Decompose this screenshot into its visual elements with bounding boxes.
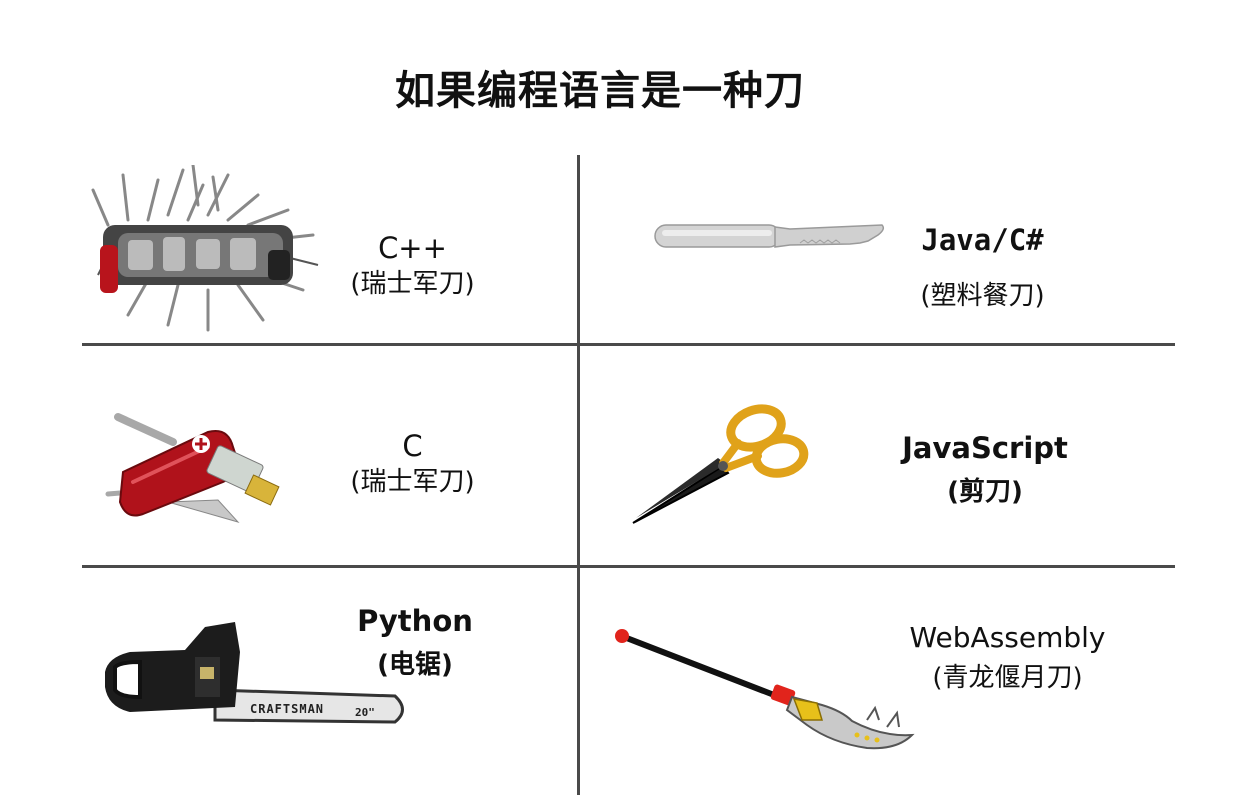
language-name: Python	[357, 604, 473, 638]
vertical-divider	[577, 155, 580, 795]
knife-name: (瑞士军刀)	[350, 467, 475, 497]
guandao-blade-icon	[612, 625, 917, 755]
language-name: Java/C#	[921, 223, 1044, 257]
language-label-javascript: JavaScript (剪刀)	[895, 430, 1075, 510]
plastic-knife-icon	[650, 215, 890, 260]
chainsaw-size: 20"	[355, 706, 375, 719]
language-name: C++	[378, 231, 447, 265]
knife-name: (塑料餐刀)	[920, 281, 1045, 311]
scissors-icon	[628, 398, 818, 533]
language-label-c: C (瑞士军刀)	[335, 428, 490, 500]
swiss-army-knife-usb-icon	[98, 402, 288, 532]
language-label-python: Python (电锯)	[340, 603, 490, 683]
page-title: 如果编程语言是一种刀	[395, 68, 805, 114]
knife-name: (剪刀)	[947, 477, 1023, 507]
swiss-army-knife-giant-icon	[88, 165, 323, 335]
language-label-java-csharp: Java/C# (塑料餐刀)	[895, 222, 1070, 314]
language-name: WebAssembly	[909, 621, 1106, 654]
knife-name: (电锯)	[377, 650, 453, 680]
language-name: JavaScript	[902, 431, 1068, 465]
language-name: C	[402, 429, 423, 463]
chainsaw-icon: CRAFTSMAN 20"	[100, 612, 410, 732]
language-label-webassembly: WebAssembly (青龙偃月刀)	[895, 620, 1120, 696]
horizontal-divider-top	[82, 343, 1175, 346]
knife-name: (青龙偃月刀)	[932, 663, 1083, 693]
language-label-cpp: C++ (瑞士军刀)	[335, 230, 490, 302]
knife-name: (瑞士军刀)	[350, 269, 475, 299]
horizontal-divider-bottom	[82, 565, 1175, 568]
chainsaw-brand: CRAFTSMAN	[250, 702, 324, 716]
